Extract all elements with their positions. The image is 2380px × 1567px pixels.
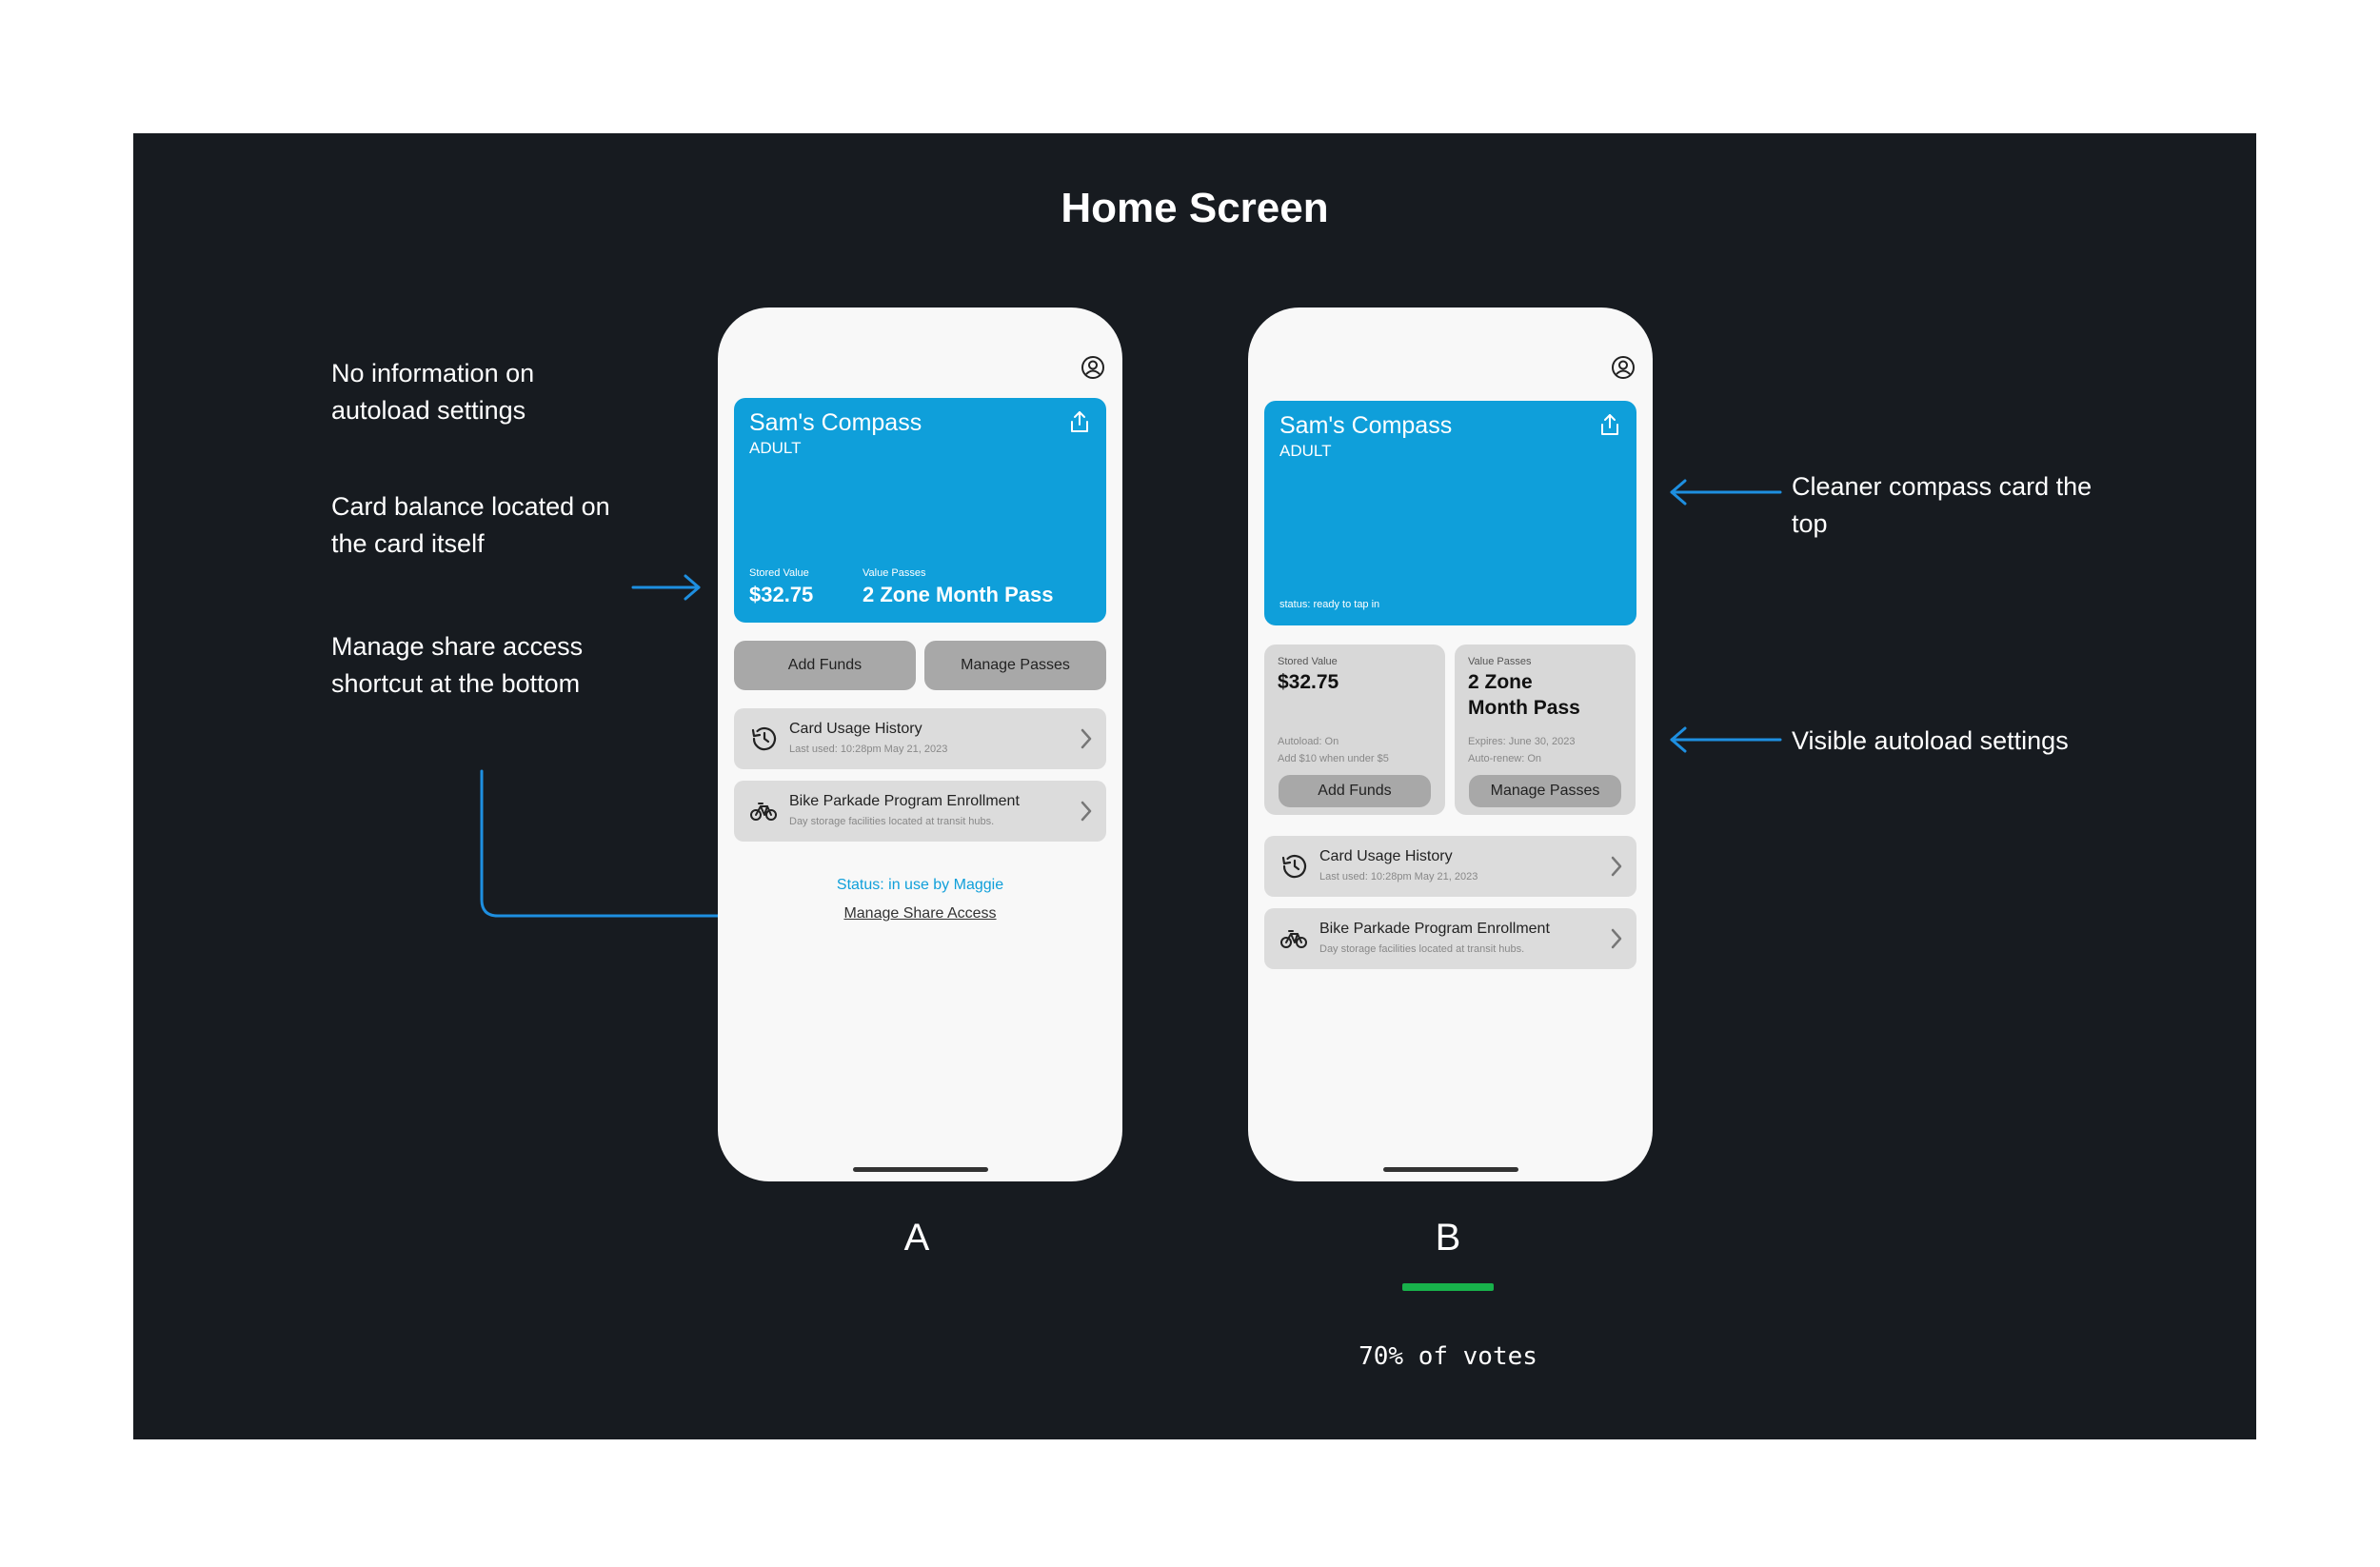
arrow-left-icon bbox=[1670, 479, 1782, 506]
bike-parkade-row[interactable]: Bike Parkade Program Enrollment Day stor… bbox=[1264, 908, 1636, 969]
stored-value-label: Stored Value bbox=[1278, 656, 1338, 667]
chevron-right-icon bbox=[1081, 801, 1092, 822]
add-funds-button[interactable]: Add Funds bbox=[734, 641, 916, 690]
chevron-right-icon bbox=[1611, 928, 1622, 949]
bicycle-icon bbox=[750, 803, 777, 821]
note-share-access: Manage share access shortcut at the bott… bbox=[331, 632, 584, 698]
row-subtitle: Last used: 10:28pm May 21, 2023 bbox=[1319, 871, 1478, 883]
value-passes-line-2: Month Pass bbox=[1468, 697, 1580, 719]
compass-card[interactable]: Sam's Compass ADULT status: ready to tap… bbox=[1264, 401, 1636, 625]
votes-result: 70% of votes bbox=[1359, 1342, 1537, 1371]
stored-value-tile: Stored Value $32.75 Autoload: On Add $10… bbox=[1264, 645, 1445, 815]
board-title: Home Screen bbox=[1061, 185, 1329, 231]
home-indicator bbox=[1383, 1167, 1518, 1172]
autoload-status: Autoload: On bbox=[1278, 736, 1339, 747]
manage-passes-button[interactable]: Manage Passes bbox=[1469, 775, 1621, 807]
phone-variant-b: Sam's Compass ADULT status: ready to tap… bbox=[1248, 307, 1653, 1181]
note-card-balance: Card balance located on the card itself bbox=[331, 492, 610, 558]
row-title: Card Usage History bbox=[1319, 848, 1453, 864]
history-icon bbox=[751, 726, 777, 751]
value-passes-label: Value Passes bbox=[863, 567, 926, 579]
autoload-rule: Add $10 when under $5 bbox=[1278, 753, 1389, 764]
stored-value: $32.75 bbox=[1278, 671, 1339, 693]
chevron-right-icon bbox=[1611, 856, 1622, 877]
card-usage-history-row[interactable]: Card Usage History Last used: 10:28pm Ma… bbox=[1264, 836, 1636, 897]
share-icon[interactable] bbox=[1068, 409, 1091, 434]
note-visible-autoload: Visible autoload settings bbox=[1792, 726, 2069, 755]
card-subtitle: ADULT bbox=[749, 439, 802, 457]
row-title: Bike Parkade Program Enrollment bbox=[1319, 921, 1550, 937]
stored-value-label: Stored Value bbox=[749, 567, 809, 579]
stored-value: $32.75 bbox=[749, 583, 814, 606]
card-title: Sam's Compass bbox=[749, 409, 922, 436]
manage-share-access-link[interactable]: Manage Share Access bbox=[843, 905, 997, 922]
row-subtitle: Last used: 10:28pm May 21, 2023 bbox=[789, 744, 948, 755]
compass-card[interactable]: Sam's Compass ADULT Stored Value $32.75 … bbox=[734, 398, 1106, 623]
comparison-board: Home Screen No information on autoload s… bbox=[133, 133, 2256, 1439]
bike-parkade-row[interactable]: Bike Parkade Program Enrollment Day stor… bbox=[734, 781, 1106, 842]
row-title: Bike Parkade Program Enrollment bbox=[789, 793, 1020, 809]
value-passes-tile: Value Passes 2 Zone Month Pass Expires: … bbox=[1455, 645, 1636, 815]
row-subtitle: Day storage facilities located at transi… bbox=[1319, 943, 1525, 955]
card-subtitle: ADULT bbox=[1279, 442, 1332, 460]
phone-variant-a: Sam's Compass ADULT Stored Value $32.75 … bbox=[718, 307, 1122, 1181]
row-subtitle: Day storage facilities located at transi… bbox=[789, 816, 995, 827]
winner-indicator-bar bbox=[1402, 1283, 1494, 1291]
pass-expiry: Expires: June 30, 2023 bbox=[1468, 736, 1576, 747]
profile-icon[interactable] bbox=[1081, 355, 1105, 380]
arrow-right-icon bbox=[631, 574, 701, 601]
share-status-text: Status: in use by Maggie bbox=[836, 877, 1004, 893]
value-passes: 2 Zone Month Pass bbox=[863, 583, 1054, 606]
share-icon[interactable] bbox=[1598, 412, 1621, 437]
card-title: Sam's Compass bbox=[1279, 412, 1453, 439]
annotation-arrows bbox=[480, 479, 1782, 929]
profile-icon[interactable] bbox=[1611, 355, 1636, 380]
add-funds-button[interactable]: Add Funds bbox=[1279, 775, 1431, 807]
row-title: Card Usage History bbox=[789, 721, 922, 737]
auto-renew-status: Auto-renew: On bbox=[1468, 753, 1542, 764]
note-no-autoload: No information on autoload settings bbox=[331, 359, 535, 425]
value-passes-line-1: 2 Zone bbox=[1468, 671, 1533, 693]
variant-a-label: A bbox=[903, 1217, 930, 1259]
manage-passes-button[interactable]: Manage Passes bbox=[924, 641, 1106, 690]
home-indicator bbox=[853, 1167, 988, 1172]
card-usage-history-row[interactable]: Card Usage History Last used: 10:28pm Ma… bbox=[734, 708, 1106, 769]
chevron-right-icon bbox=[1081, 728, 1092, 749]
value-passes-label: Value Passes bbox=[1468, 656, 1532, 667]
bicycle-icon bbox=[1280, 930, 1307, 948]
history-icon bbox=[1281, 854, 1307, 879]
variant-b-label: B bbox=[1435, 1217, 1461, 1259]
card-status: status: ready to tap in bbox=[1279, 599, 1380, 610]
arrow-left-icon bbox=[1670, 726, 1782, 753]
note-cleaner-card: Cleaner compass card the top bbox=[1792, 472, 2092, 538]
